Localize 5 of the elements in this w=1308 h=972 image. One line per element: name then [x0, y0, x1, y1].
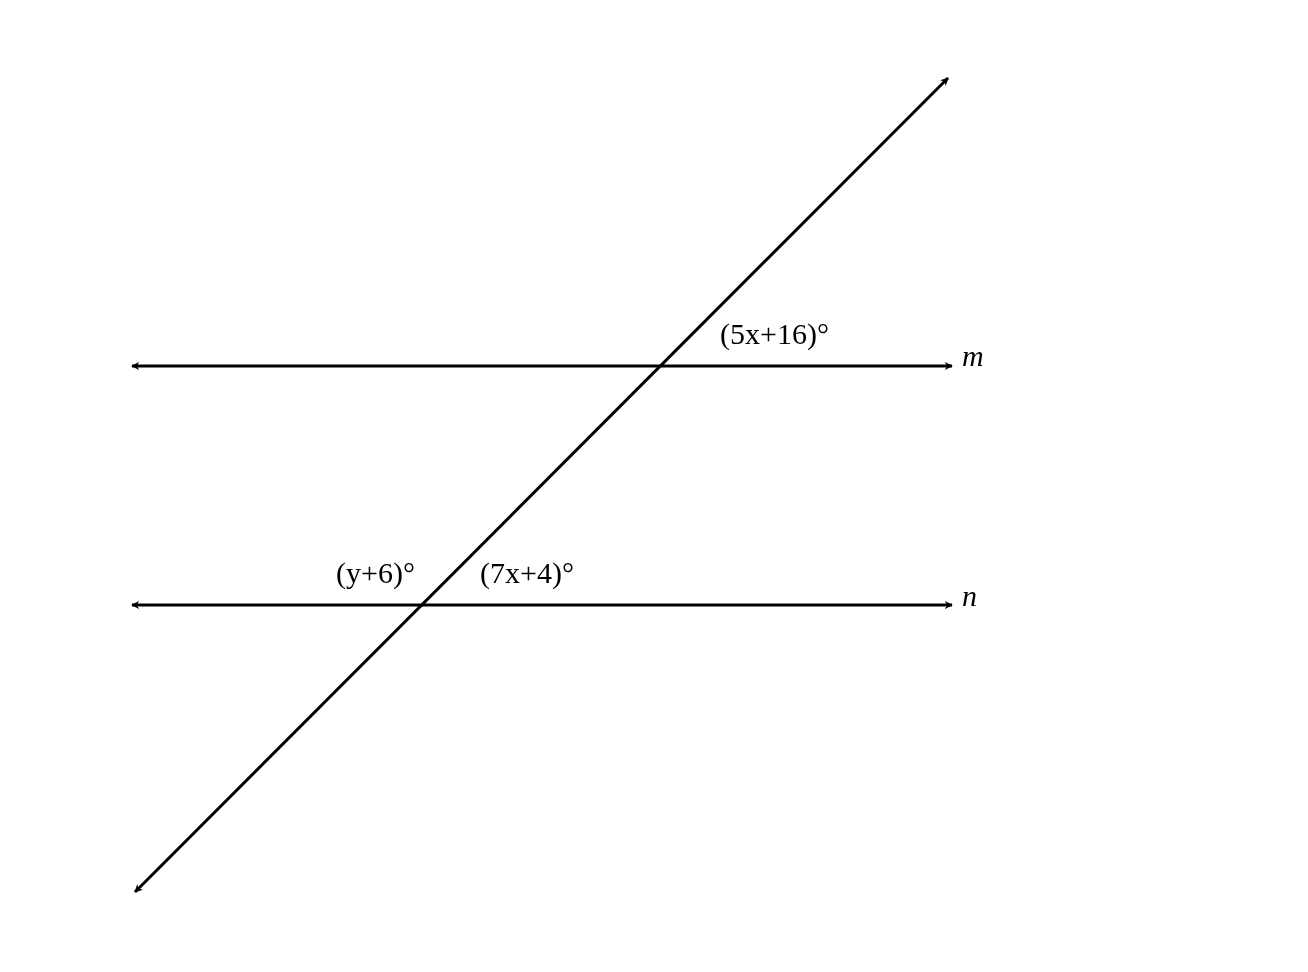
angle-label: (5x+16)° — [720, 319, 829, 349]
line-name: n — [962, 581, 977, 611]
angle-label: (y+6)° — [336, 558, 415, 588]
angle-label: (7x+4)° — [480, 558, 574, 588]
line-name: m — [962, 341, 984, 371]
